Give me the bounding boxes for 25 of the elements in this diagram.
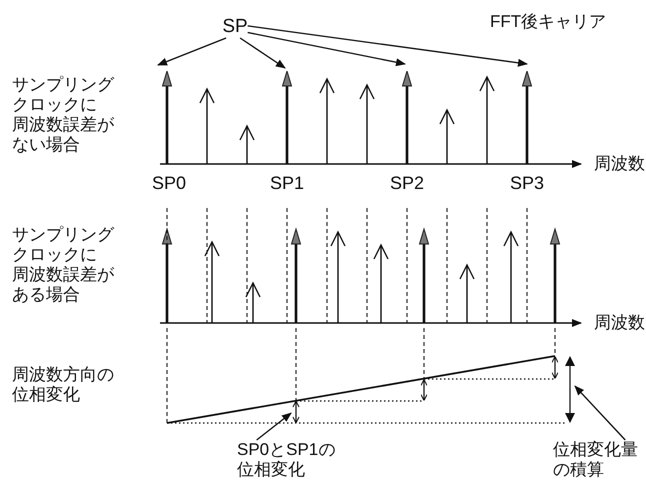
arrow [157,37,226,66]
pilot-arrow [162,71,172,164]
pilot-arrow [402,71,412,164]
heading: FFT後キャリア [490,12,606,32]
carrier-name: SP1 [270,173,304,194]
carrier-name: SP0 [152,173,186,194]
arrow [240,37,286,69]
note-text: SP0とSP1の位相変化 [237,440,336,480]
axis-label: 周波数 [594,154,645,174]
pilot-arrow [282,71,292,164]
row-label: サンプリングクロックに周波数誤差がある場合 [12,225,114,305]
row-label: サンプリングクロックに周波数誤差がない場合 [12,75,114,155]
axis-label: 周波数 [594,313,645,333]
arrow [574,385,626,440]
arrow [248,25,528,67]
arrow [256,412,292,441]
row-label: 周波数方向の位相変化 [12,365,114,405]
pilot-arrow [522,71,532,164]
carrier-name: SP3 [510,173,544,194]
arrow [248,32,406,66]
sp-label: SP [222,16,248,38]
dimension-arrow [565,356,575,423]
dimension-arrow [291,401,301,423]
carrier-name: SP2 [390,173,424,194]
note-text: 位相変化量の積算 [553,440,638,480]
